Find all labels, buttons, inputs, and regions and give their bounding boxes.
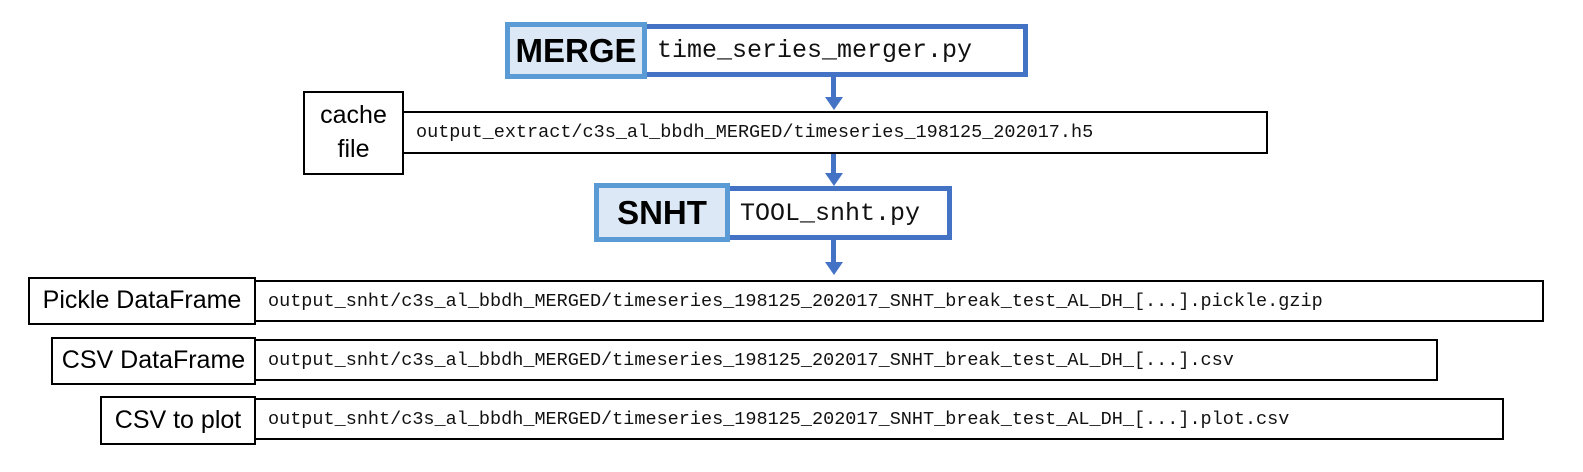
merge-script-box: time_series_merger.py bbox=[642, 24, 1028, 77]
output-tag-pickle: Pickle DataFrame bbox=[28, 277, 256, 325]
output-path-plot-csv: output_snht/c3s_al_bbdh_MERGED/timeserie… bbox=[268, 408, 1290, 430]
snht-stage-label: SNHT bbox=[594, 183, 730, 242]
output-path-csv: output_snht/c3s_al_bbdh_MERGED/timeserie… bbox=[268, 349, 1234, 371]
snht-script-name: TOOL_snht.py bbox=[740, 198, 921, 228]
output-path-csv-box: output_snht/c3s_al_bbdh_MERGED/timeserie… bbox=[254, 339, 1438, 381]
output-tag-csv-text: CSV DataFrame bbox=[61, 346, 246, 375]
merge-stage-label: MERGE bbox=[505, 22, 647, 79]
output-tag-pickle-text: Pickle DataFrame bbox=[42, 286, 242, 315]
output-tag-plot-csv: CSV to plot bbox=[100, 396, 256, 445]
output-path-pickle-box: output_snht/c3s_al_bbdh_MERGED/timeserie… bbox=[254, 280, 1544, 322]
output-path-pickle: output_snht/c3s_al_bbdh_MERGED/timeserie… bbox=[268, 290, 1323, 312]
merge-label-text: MERGE bbox=[515, 31, 637, 69]
output-path-plot-csv-box: output_snht/c3s_al_bbdh_MERGED/timeserie… bbox=[254, 398, 1504, 440]
cache-file-path-box: output_extract/c3s_al_bbdh_MERGED/timese… bbox=[402, 111, 1268, 154]
arrow-merge-to-cache bbox=[831, 75, 836, 99]
arrow-cache-to-snht bbox=[831, 151, 836, 175]
cache-file-tag: cache file bbox=[303, 91, 404, 175]
output-tag-csv: CSV DataFrame bbox=[51, 337, 256, 385]
output-tag-plot-csv-text: CSV to plot bbox=[114, 405, 242, 434]
snht-script-box: TOOL_snht.py bbox=[725, 186, 952, 240]
cache-file-path: output_extract/c3s_al_bbdh_MERGED/timese… bbox=[416, 122, 1094, 143]
snht-label-text: SNHT bbox=[617, 193, 707, 231]
arrow-head-snht-to-outputs bbox=[825, 262, 843, 275]
cache-tag-line1: cache bbox=[320, 101, 387, 130]
arrow-head-merge-to-cache bbox=[825, 97, 843, 110]
arrow-snht-to-outputs bbox=[831, 238, 836, 264]
cache-tag-line2: file bbox=[337, 135, 370, 163]
arrow-head-cache-to-snht bbox=[825, 173, 843, 186]
merge-script-name: time_series_merger.py bbox=[657, 36, 973, 65]
